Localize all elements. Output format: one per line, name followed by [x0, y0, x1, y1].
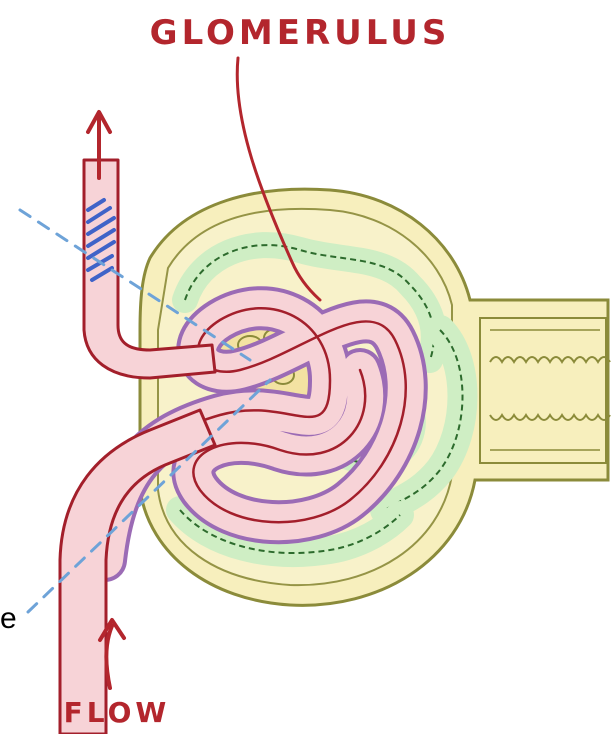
edge-fragment-text: e [0, 602, 17, 635]
flow-label: FLOW [64, 696, 171, 729]
glomerulus-label: GLOMERULUS [150, 13, 451, 53]
proximal-tubule [480, 318, 610, 463]
